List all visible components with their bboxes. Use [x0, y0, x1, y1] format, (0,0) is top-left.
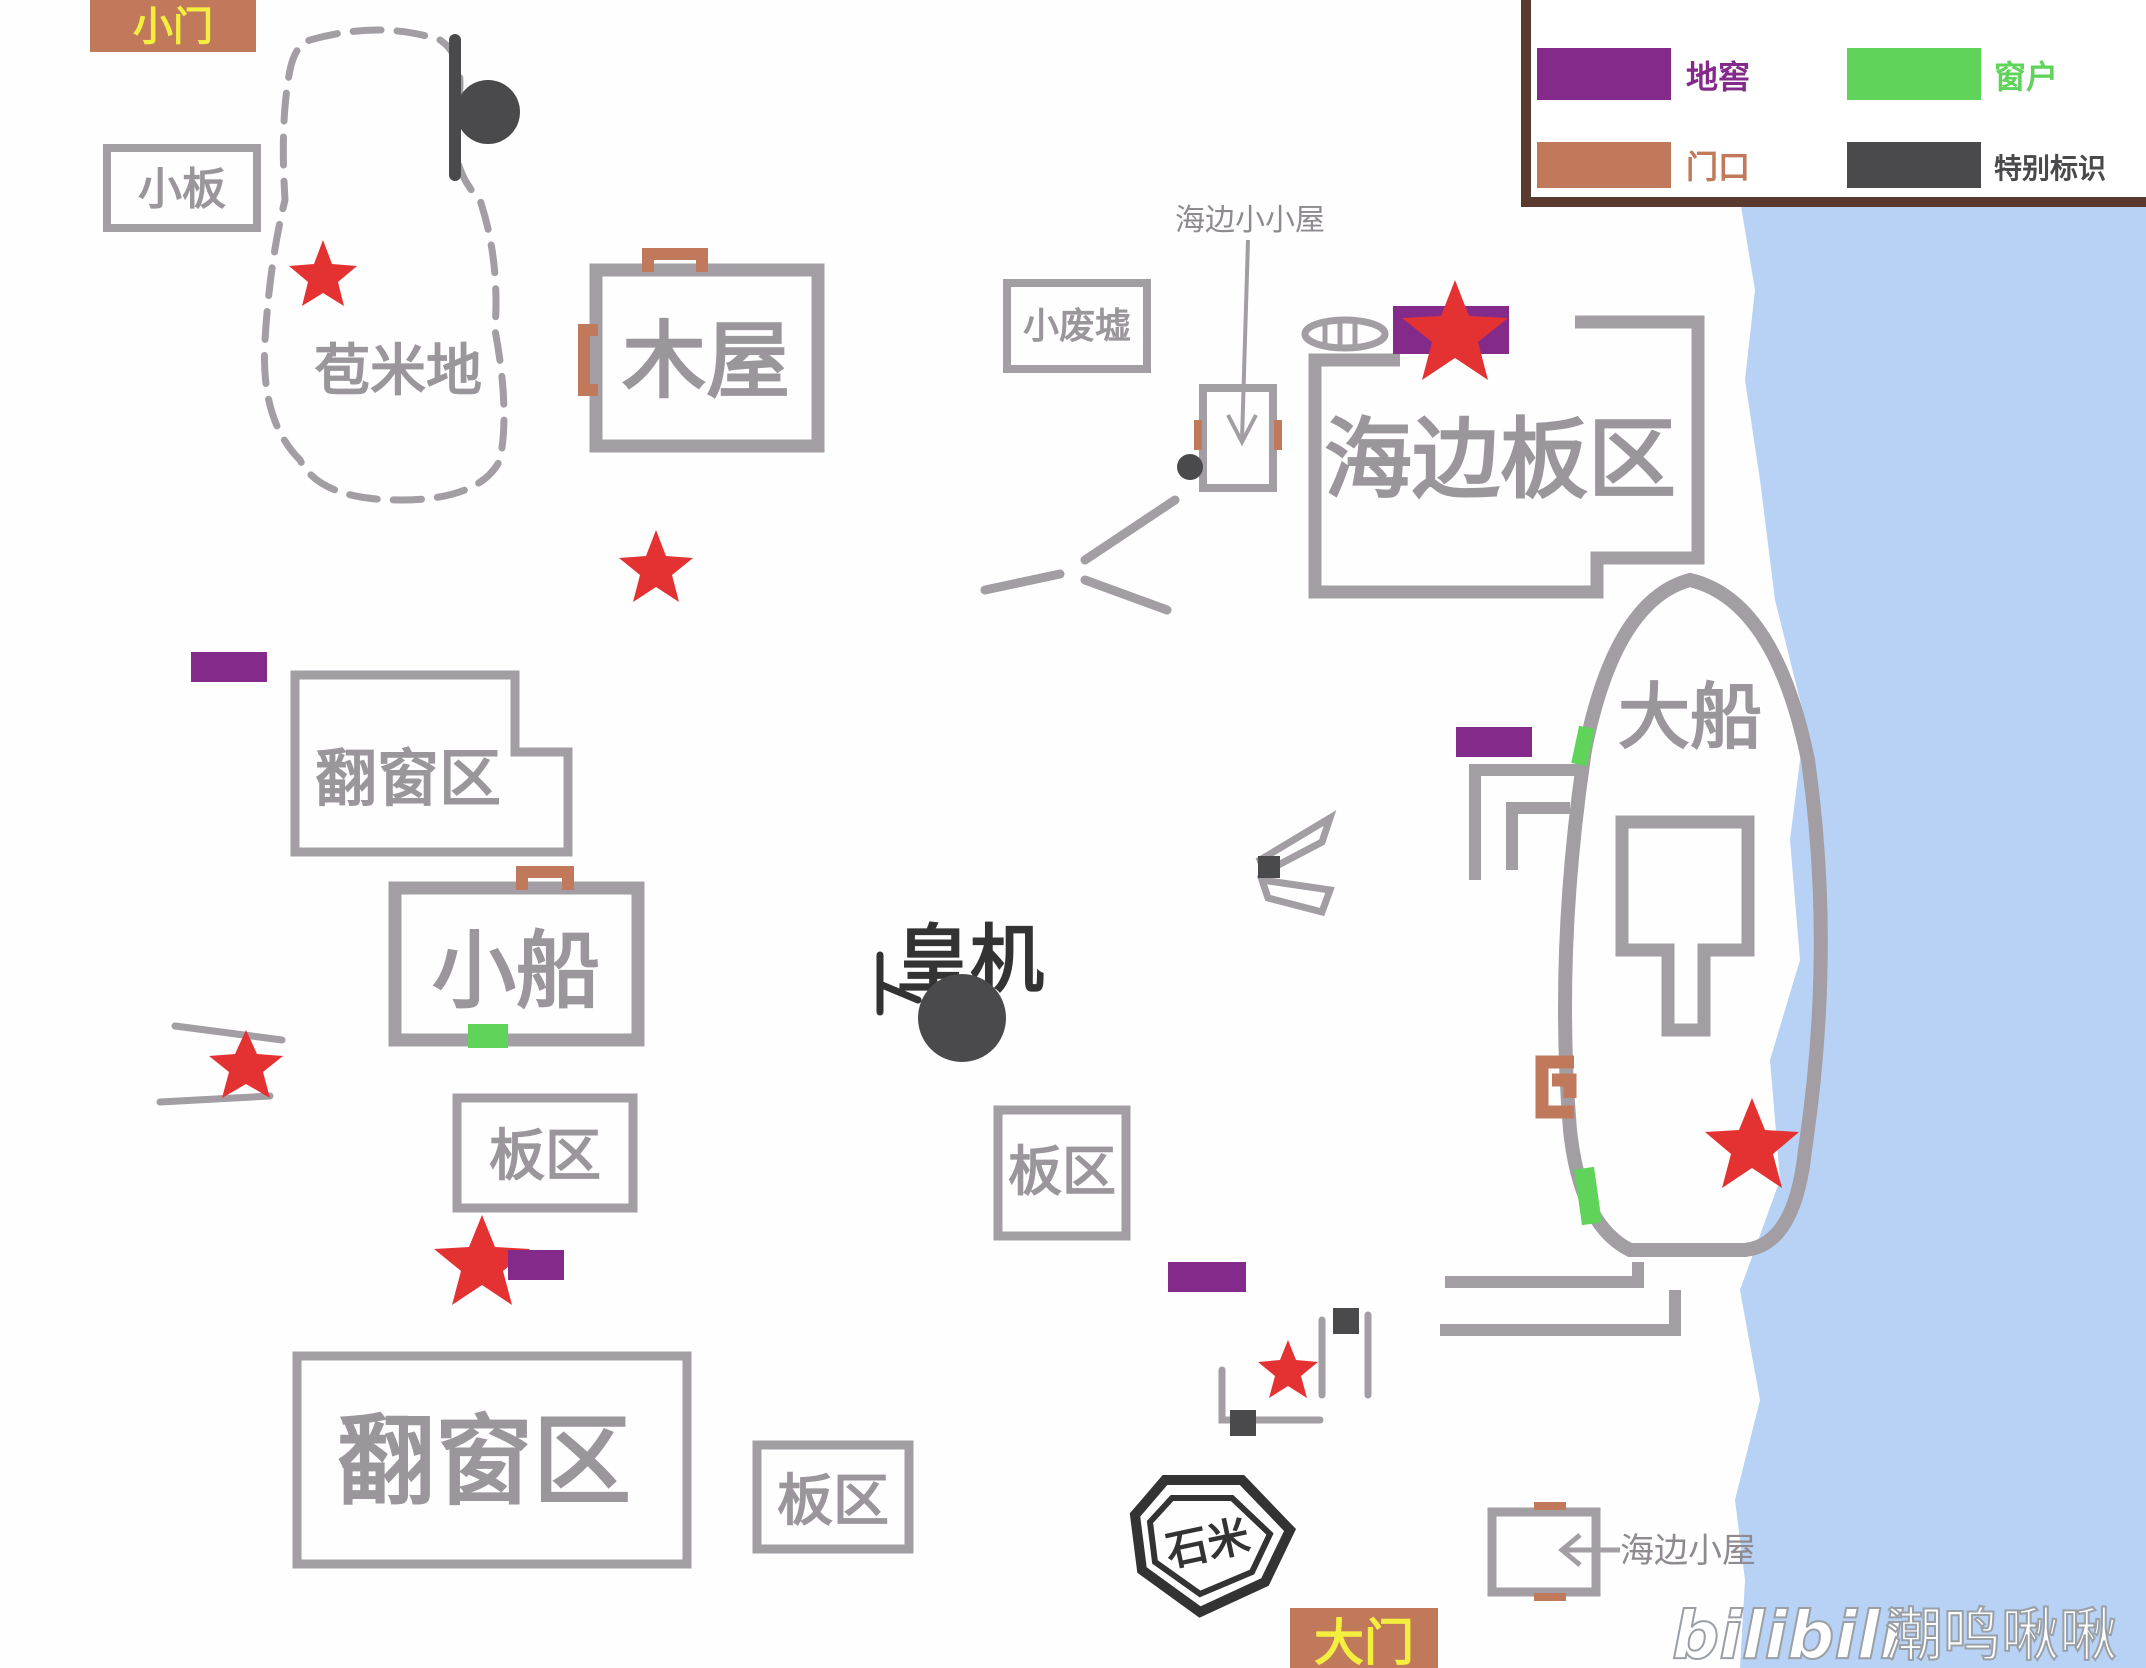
banqu-center-label: 板区 — [1008, 1140, 1116, 1203]
cornfield-label: 苞米地 — [314, 339, 482, 404]
xiaofeixu-label: 小废墟 — [1023, 306, 1131, 347]
cellar-marker — [1168, 1262, 1246, 1292]
big-ship-cabin — [1615, 815, 1755, 1037]
ship-dock-lines-bottom — [1440, 1262, 1681, 1336]
special-mark-dot — [456, 80, 520, 144]
star-marker — [1705, 1098, 1799, 1188]
huangji-tick — [876, 951, 922, 1016]
haibian-banqu-label: 海边板区 — [1324, 408, 1676, 511]
star-marker — [619, 530, 693, 602]
haibian-xiaoxiaowu-label: 海边小小屋 — [1175, 203, 1325, 238]
big-ship-label: 大船 — [1618, 675, 1762, 759]
xiaowu-arrow — [1558, 1533, 1620, 1567]
legend-swatch-special — [1847, 142, 1981, 188]
sea-area — [1735, 190, 2146, 1668]
big-gate-label: 大门 — [1314, 1614, 1414, 1668]
muwu-door-left — [578, 324, 598, 396]
muwu-door-top — [642, 248, 708, 272]
bili-logo: bilibili — [1672, 1597, 1904, 1668]
ship-door-marker — [1535, 1055, 1577, 1119]
small-gate-label: 小门 — [133, 4, 213, 50]
watermark-text: 潮鸣啾啾 — [1885, 1601, 2117, 1668]
xiaoxiaowu-arrow-line — [1240, 239, 1250, 441]
star-marker — [289, 240, 357, 306]
legend-label-window: 窗户 — [1994, 58, 2058, 96]
fanchuang-top-outline — [290, 670, 573, 857]
haibian-banqu-outline — [1308, 315, 1705, 599]
legend-label-special: 特别标识 — [1994, 152, 2106, 185]
muwu-label: 木屋 — [622, 312, 790, 410]
legend-swatch-door — [1537, 142, 1671, 188]
pallet-lines — [980, 495, 1180, 615]
window-marker — [1574, 1166, 1602, 1226]
banqu-bottom-box — [752, 1440, 914, 1554]
cellar-marker — [1456, 727, 1532, 757]
banqu-left-box — [452, 1093, 638, 1213]
window-drum — [1255, 810, 1337, 917]
pallet-lines — [1218, 1311, 1372, 1424]
legend: 地窖 窗户 门口 特别标识 — [1521, 0, 2146, 207]
xiaoban-label: 小板 — [138, 164, 226, 215]
special-mark-dot — [1177, 454, 1203, 480]
banqu-left-label: 板区 — [489, 1124, 601, 1189]
xiaochuan-door — [516, 866, 574, 890]
legend-swatch-cellar — [1537, 48, 1671, 100]
pallet-lines — [156, 1022, 286, 1106]
cellar-marker — [508, 1250, 564, 1280]
banqu-center-box — [993, 1105, 1131, 1241]
xiaofeixu-box — [1003, 279, 1151, 373]
xiaoxiaowu-box — [1199, 384, 1277, 492]
haibian-xiaowu-label: 海边小屋 — [1620, 1531, 1756, 1571]
star-marker — [434, 1215, 530, 1305]
special-mark-square — [1333, 1308, 1359, 1334]
window-marker — [1571, 725, 1595, 767]
special-mark-dot — [918, 974, 1006, 1062]
xiaoxiaowu-arrow-head — [1226, 414, 1258, 447]
legend-label-cellar: 地窖 — [1686, 58, 1750, 96]
fanchuang-bottom-box — [292, 1351, 692, 1569]
shimi-badge: 石米 — [1129, 1475, 1297, 1618]
xiaoban-box — [103, 144, 261, 232]
ship-dock-lines-top — [1469, 764, 1580, 880]
shimi-label: 石米 — [1162, 1511, 1254, 1576]
special-mark-square — [1230, 1410, 1256, 1436]
star-marker — [209, 1030, 283, 1098]
big-gate-badge — [1290, 1608, 1438, 1668]
star-marker — [1402, 280, 1508, 380]
small-gate-badge — [90, 0, 256, 52]
fanchuang-bottom-label: 翻窗区 — [337, 1405, 631, 1519]
banqu-bottom-label: 板区 — [777, 1469, 889, 1534]
star-marker — [1258, 1340, 1318, 1398]
fanchuang-top-label: 翻窗区 — [315, 742, 501, 815]
legend-label-door: 门口 — [1686, 148, 1750, 186]
window-drum — [1301, 316, 1389, 352]
window-marker — [468, 1024, 508, 1048]
cellar-marker — [191, 652, 267, 682]
xiaochuan-label: 小船 — [432, 922, 600, 1020]
legend-swatch-window — [1847, 48, 1981, 100]
